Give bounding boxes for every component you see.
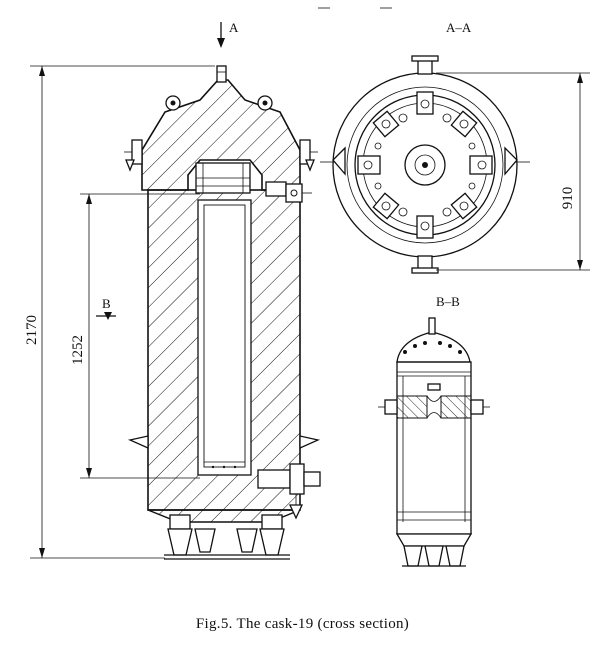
dimension-1252-label: 1252 (70, 335, 86, 365)
dimension-2170-label: 2170 (24, 315, 40, 345)
drain-valve (257, 463, 321, 520)
view-arrow-a: A (217, 20, 239, 48)
cask-lid (124, 65, 318, 194)
section-aa-title: A–A (446, 20, 472, 35)
section-bb-view: B–B (378, 294, 490, 567)
cask-feet (164, 514, 290, 560)
section-b-label: B (102, 296, 111, 311)
section-marker-b: B (96, 296, 116, 320)
main-section-view: A (24, 7, 392, 560)
section-aa-view: A–A (320, 20, 590, 274)
upper-side-fitting (265, 181, 312, 203)
dimension-inner-height: 1252 (70, 193, 200, 479)
cask-body (147, 189, 301, 523)
dimension-overall-height: 2170 (24, 65, 215, 559)
view-a-label: A (229, 20, 239, 35)
figure-caption: Fig.5. The cask-19 (cross section) (195, 616, 410, 632)
dimension-diameter: 910 (436, 72, 590, 271)
fuel-sockets (357, 91, 493, 239)
dimension-910-label: 910 (560, 187, 576, 210)
section-bb-title: B–B (436, 294, 460, 309)
